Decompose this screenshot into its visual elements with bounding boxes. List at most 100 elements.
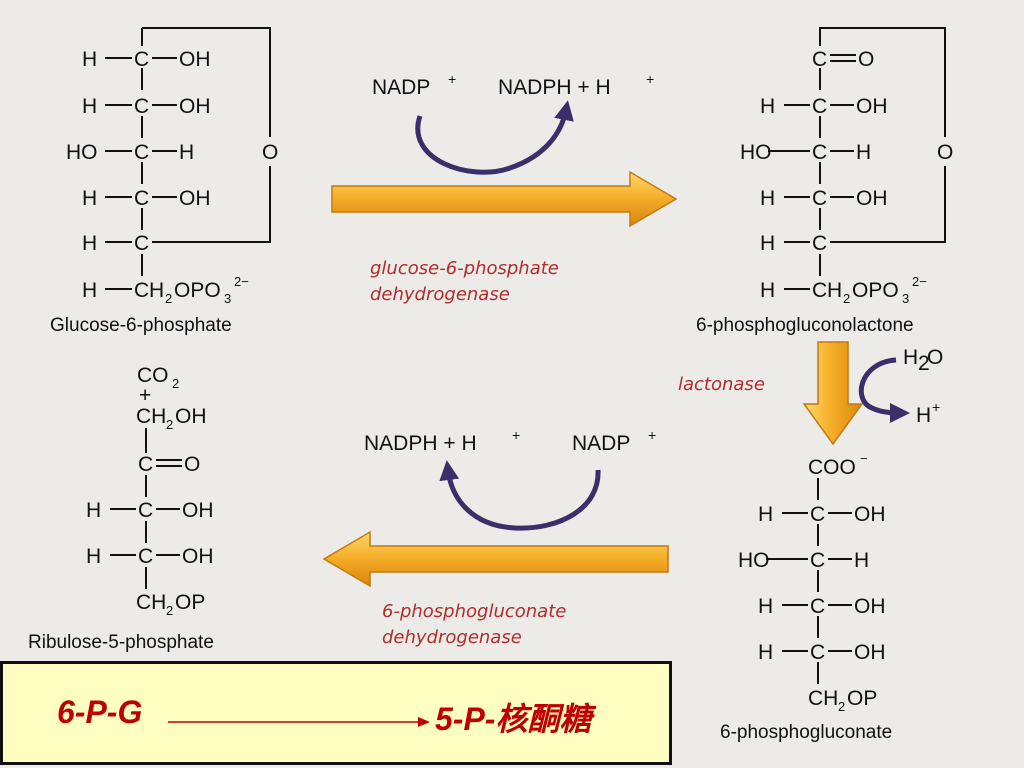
lactone-charge: 2−	[912, 274, 927, 289]
svg-text:C: C	[138, 499, 153, 522]
step2-enzyme: lactonase	[678, 374, 765, 395]
step1-enzyme-line1: glucose-6-phosphate	[370, 258, 559, 279]
g6p-c6-c: C	[134, 279, 149, 302]
lactone-name: 6-phosphogluconolactone	[696, 315, 914, 336]
step3-enzyme-line2: dehydrogenase	[382, 627, 522, 648]
step2-proton: H	[916, 404, 931, 427]
gluconate-c5-left: H	[758, 641, 773, 664]
gluconate-c3-right: H	[854, 549, 869, 572]
lactone-c2-right: OH	[856, 95, 888, 118]
lactone-c6-c: C	[812, 279, 827, 302]
step1-nadp: NADP	[372, 76, 430, 99]
svg-text:C: C	[134, 187, 149, 210]
step2-water-sub: 2	[918, 352, 930, 375]
ribulose-co2-sub: 2	[172, 376, 179, 391]
lactone-opo-sub: 3	[902, 291, 909, 306]
g6p-c2-left: H	[82, 95, 97, 118]
step1-reaction-arrow	[331, 170, 678, 228]
svg-text:C: C	[134, 95, 149, 118]
gluconate-c4-left: H	[758, 595, 773, 618]
step1-nadph: NADPH + H	[498, 76, 611, 99]
lactone-c1-c: C	[812, 48, 827, 71]
lactone-opo: OPO	[852, 279, 899, 302]
glucose-6-phosphate-structure: H C OH H C OH HO C H H C OH H C O H C H …	[50, 27, 278, 336]
summary-to: 5-P-核酮糖	[435, 701, 592, 737]
lactone-c6-h2-sub: 2	[843, 291, 850, 306]
ribulose-c3-right: OH	[182, 499, 214, 522]
lactone-c4-left: H	[760, 187, 775, 210]
step2-water-h: H	[903, 346, 918, 369]
ribulose-c1-oh: OH	[175, 405, 207, 428]
gluconate-c6-sub: 2	[838, 699, 845, 714]
gluconate-c2-right: OH	[854, 503, 886, 526]
g6p-opo: OPO	[174, 279, 221, 302]
g6p-name: Glucose-6-phosphate	[50, 315, 232, 336]
step2-curved-arrow	[858, 357, 910, 423]
g6p-c4-left: H	[82, 187, 97, 210]
step3-nadp: NADP	[572, 432, 630, 455]
step2-cofactors: H 2 O H +	[903, 346, 943, 427]
step3-cofactors: NADPH + H + NADP +	[364, 427, 656, 455]
summary-from: 6-P-G	[57, 694, 143, 730]
g6p-c4-right: OH	[179, 187, 211, 210]
svg-text:C: C	[134, 141, 149, 164]
6-phosphogluconolactone-structure: C O H C OH HO C H H C OH H C O H C H 2 O…	[696, 27, 953, 336]
lactone-c6-h2: H	[827, 279, 842, 302]
6-phosphogluconate-structure: COO − H C OH HO C H H C OH H C OH CH 2 O…	[720, 451, 892, 743]
svg-text:C: C	[810, 641, 825, 664]
lactone-c5-left: H	[760, 232, 775, 255]
lactone-c3-right: H	[856, 141, 871, 164]
g6p-c1-right: OH	[179, 48, 211, 71]
svg-text:C: C	[812, 95, 827, 118]
lactone-c6-h: H	[760, 279, 775, 302]
ribulose-plus: +	[139, 384, 151, 407]
svg-text:C: C	[812, 187, 827, 210]
ribulose-5-phosphate-structure: CO 2 + CH 2 OH C O H C OH H C OH CH 2 OP…	[28, 364, 214, 653]
g6p-charge: 2−	[234, 274, 249, 289]
g6p-c3-left: HO	[66, 141, 98, 164]
step3-nadph-sup: +	[512, 427, 520, 443]
summary-arrow	[168, 717, 430, 727]
step1-nadph-sup: +	[646, 71, 654, 87]
ribulose-name: Ribulose-5-phosphate	[28, 632, 214, 653]
ribulose-c2-o: O	[184, 453, 200, 476]
ribulose-c4-left: H	[86, 545, 101, 568]
gluconate-c6-ch: CH	[808, 687, 838, 710]
g6p-c1-left: H	[82, 48, 97, 71]
svg-text:C: C	[134, 232, 149, 255]
step3-reaction-arrow	[322, 530, 669, 588]
g6p-c2-right: OH	[179, 95, 211, 118]
lactone-ring-oxygen: O	[937, 141, 953, 164]
gluconate-c1-charge: −	[860, 451, 868, 466]
step2-proton-sup: +	[932, 399, 940, 415]
gluconate-c1: COO	[808, 456, 856, 479]
lactone-c2-left: H	[760, 95, 775, 118]
step2-reaction-arrow	[802, 341, 864, 446]
svg-text:C: C	[810, 595, 825, 618]
g6p-opo-sub: 3	[224, 291, 231, 306]
svg-text:C: C	[812, 141, 827, 164]
ribulose-c4-right: OH	[182, 545, 214, 568]
lactone-c1-o: O	[858, 48, 874, 71]
ribulose-c5-op: OP	[175, 591, 205, 614]
g6p-c3-right: H	[179, 141, 194, 164]
ribulose-co2: CO	[137, 364, 169, 387]
ribulose-c1-sub: 2	[166, 417, 173, 432]
g6p-c6-h: H	[82, 279, 97, 302]
lactone-c4-right: OH	[856, 187, 888, 210]
gluconate-c4-right: OH	[854, 595, 886, 618]
step2-water-o: O	[927, 346, 943, 369]
g6p-ring-oxygen: O	[262, 141, 278, 164]
gluconate-c6-op: OP	[847, 687, 877, 710]
svg-text:C: C	[812, 232, 827, 255]
ribulose-c1-ch: CH	[136, 405, 166, 428]
svg-text:C: C	[134, 48, 149, 71]
ribulose-c3-left: H	[86, 499, 101, 522]
svg-text:C: C	[810, 503, 825, 526]
step1-cofactors: NADP + NADPH + H +	[372, 71, 654, 99]
step1-curved-arrow	[415, 100, 574, 175]
step1-nadp-sup: +	[448, 71, 456, 87]
g6p-c6-h2-sub: 2	[165, 291, 172, 306]
gluconate-c2-left: H	[758, 503, 773, 526]
